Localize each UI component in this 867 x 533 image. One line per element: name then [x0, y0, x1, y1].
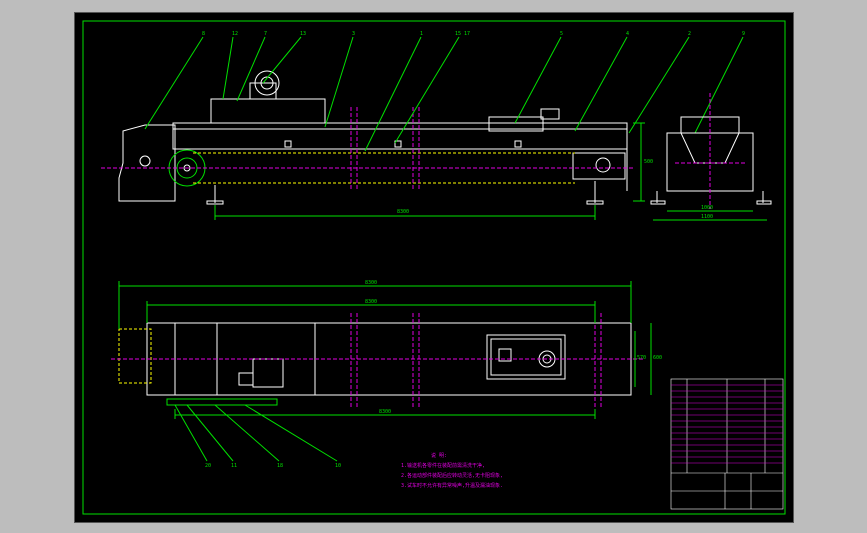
- notes-line: 2.各运动部件装配后应转动灵活,无卡阻现象,: [401, 472, 503, 479]
- callout-number: 11: [231, 463, 237, 469]
- callout-number: 5: [560, 31, 563, 37]
- side-callout-numbers: 8 12 7 13 3 1 15 17 5 4 2 9: [202, 31, 745, 37]
- callout-number: 18: [277, 463, 283, 469]
- drawing-sheet: 8300 500 8: [74, 12, 794, 523]
- plan-dims: [118, 281, 652, 419]
- tail-tensioner: [572, 152, 626, 180]
- callout-number: 2: [688, 31, 691, 37]
- plan-dim-overall-label: 8300: [365, 280, 377, 286]
- parts-list: [670, 378, 784, 510]
- callout-number: 1: [420, 31, 423, 37]
- plan-feed-inlet: [486, 334, 566, 380]
- side-dim-height-label: 500: [644, 159, 653, 165]
- trough-body: [172, 122, 628, 150]
- drawing-canvas: 8300 500 8: [82, 20, 786, 515]
- plan-dim-width-b-label: 600: [653, 355, 662, 361]
- plan-callout-leaders: [174, 404, 338, 462]
- callout-leaders: [144, 36, 744, 152]
- callout-number: 13: [300, 31, 306, 37]
- callout-number: 12: [232, 31, 238, 37]
- end-dims: [653, 210, 767, 221]
- motor-frame: [210, 98, 326, 124]
- callout-number: 7: [264, 31, 267, 37]
- feed-port: [488, 116, 544, 132]
- side-dim-length: [214, 205, 596, 220]
- motor-pulley: [254, 70, 280, 96]
- plan-dim-width-a-label: 570: [637, 355, 646, 361]
- notes-line: 1.输送机各零件在装配前需清洗干净,: [401, 462, 485, 469]
- section-lines: [101, 107, 635, 191]
- callout-number: 20: [205, 463, 211, 469]
- end-dim-a-label: 1000: [701, 205, 713, 211]
- plan-drive-rail: [166, 398, 278, 406]
- plan-dim-bottom-label: 8300: [379, 409, 391, 415]
- plan-section-lines: [111, 313, 645, 407]
- plan-callout-numbers: 20 11 18 10: [205, 463, 341, 469]
- drawing-frame: [82, 20, 786, 515]
- drive-housing: [118, 124, 176, 202]
- side-view: [118, 70, 628, 205]
- callout-number: 8: [202, 31, 205, 37]
- callout-number: 4: [626, 31, 629, 37]
- technical-notes: 说 明: 1.输送机各零件在装配前需清洗干净, 2.各运动部件装配后应转动灵活,…: [401, 452, 503, 489]
- callout-number: 9: [742, 31, 745, 37]
- plan-drive-box: [118, 328, 152, 384]
- callout-number: 15 17: [455, 31, 470, 37]
- plan-view: [118, 322, 632, 406]
- plan-dim-inner-label: 8300: [365, 299, 377, 305]
- end-view: [650, 93, 772, 209]
- notes-title: 说 明:: [431, 452, 447, 459]
- notes-line: 3.试车时不允许有异常噪声,升温及漏油现象.: [401, 482, 503, 489]
- callout-number: 3: [352, 31, 355, 37]
- side-dim-length-label: 8300: [397, 209, 409, 215]
- parts-list-rows: [671, 384, 783, 464]
- end-dim-b-label: 1100: [701, 214, 713, 220]
- plan-motor: [252, 358, 284, 388]
- callout-number: 10: [335, 463, 341, 469]
